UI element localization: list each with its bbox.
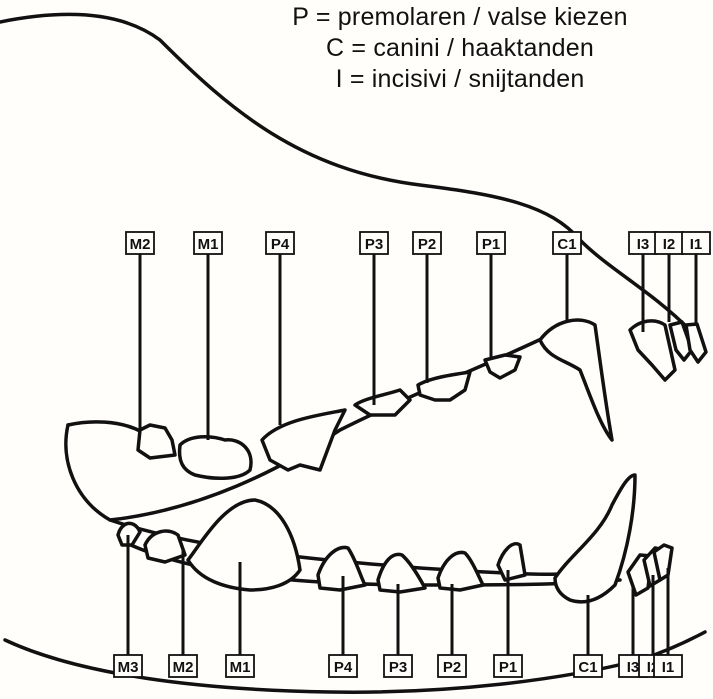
lower-label-m3: M3 [118,659,139,676]
upper-jaw [68,422,142,432]
lower-tooth-m2 [145,531,185,562]
upper-tooth-c1 [540,320,612,440]
upper-tooth-i3 [630,321,675,380]
upper-label-m1: M1 [198,236,219,253]
lower-label-i3: I3 [627,659,640,676]
upper-label-c1: C1 [557,236,576,253]
lower-label-p2: P2 [443,659,461,676]
lower-label-c1: C1 [578,659,597,676]
upper-tooth-m1 [180,437,251,479]
lower-label-p1: P1 [499,659,517,676]
upper-label-p1: P1 [482,236,500,253]
upper-label-i2: I2 [663,236,676,253]
head-outline [0,15,690,330]
upper-tooth-p1 [485,355,520,378]
lower-tooth-c1 [555,475,635,602]
upper-label-i3: I3 [637,236,650,253]
lower-tooth-p1 [498,544,525,580]
upper-label-m2: M2 [130,236,151,253]
lower-label-p3: P3 [389,659,407,676]
lower-label-m1: M1 [230,659,251,676]
upper-tooth-p4 [262,410,345,470]
lower-tooth-p2 [438,552,483,590]
upper-label-p2: P2 [418,236,436,253]
upper-tooth-p3 [355,390,410,415]
lower-tooth-m1 [188,500,300,590]
upper-tooth-m2 [138,425,175,458]
lower-label-p4: P4 [334,659,353,676]
upper-label-p3: P3 [365,236,383,253]
upper-label-i1: I1 [690,236,703,253]
upper-label-p4: P4 [271,236,290,253]
lower-label-i1: I1 [662,659,675,676]
lower-label-m2: M2 [173,659,194,676]
lower-tooth-p3 [378,554,425,592]
